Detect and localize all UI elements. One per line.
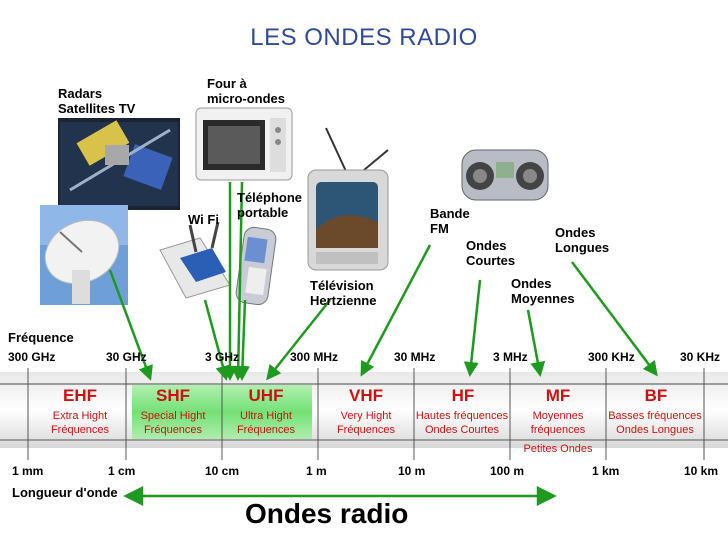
band-desc-mf-line2: fréquences xyxy=(530,424,586,436)
band-desc-shf-line2: Fréquences xyxy=(143,424,203,436)
label-four-line1: Four à xyxy=(207,76,247,91)
freq-tick-3: 300 MHz xyxy=(290,350,339,364)
satellite-icon xyxy=(58,118,180,210)
wl-tick-4: 10 m xyxy=(398,464,426,478)
band-desc-bf-line2: Ondes Longues xyxy=(616,424,694,436)
band-code-vhf: VHF xyxy=(349,386,383,405)
label-four: Four à micro-ondes xyxy=(207,76,285,106)
band-code-ehf: EHF xyxy=(63,386,97,405)
band-desc-mf: Moyennes fréquences xyxy=(516,409,600,437)
band-desc-ehf-line1: Extra Hight xyxy=(52,410,108,422)
band-desc-bf-line1: Basses fréquences xyxy=(608,410,702,422)
band-code-bf: BF xyxy=(644,386,668,405)
label-bande-fm: Bande FM xyxy=(430,206,470,236)
freq-tick-1: 30 GHz xyxy=(106,350,147,364)
wl-tick-0: 1 mm xyxy=(12,464,44,478)
wavelength-label: Longueur d'onde xyxy=(12,485,118,500)
band-desc-bf: Basses fréquences Ondes Longues xyxy=(606,409,704,437)
label-wifi: Wi Fi xyxy=(188,212,219,227)
label-ondes-moyennes-line1: Ondes xyxy=(511,276,552,291)
label-radars-line1: Radars xyxy=(58,86,103,101)
wl-tick-7: 10 km xyxy=(684,464,719,478)
label-ondes-longues: Ondes Longues xyxy=(555,225,609,255)
radar-dish-icon xyxy=(40,205,128,305)
wl-tick-5: 100 m xyxy=(490,464,525,478)
wl-tick-1: 1 cm xyxy=(108,464,136,478)
label-telephone-line2: portable xyxy=(237,205,289,220)
freq-tick-5: 3 MHz xyxy=(493,350,528,364)
band-desc-uhf-line1: Ultra Hight xyxy=(240,410,292,422)
label-telephone-line1: Téléphone xyxy=(237,190,303,205)
band-desc-ehf-line2: Fréquences xyxy=(50,424,110,436)
label-television: Télévision Hertzienne xyxy=(310,278,376,308)
wifi-router-icon xyxy=(159,221,231,299)
tick-lines xyxy=(27,368,705,460)
band-code-mf: MF xyxy=(545,386,571,405)
freq-tick-7: 30 KHz xyxy=(680,350,721,364)
band-desc-mf-line1: Moyennes xyxy=(532,410,584,422)
label-radars-line2: Satellites TV xyxy=(58,101,136,116)
mobile-phone-icon xyxy=(235,226,277,306)
label-ondes-courtes: Ondes Courtes xyxy=(466,238,515,268)
freq-tick-2: 3 GHz xyxy=(205,350,240,364)
label-television-line2: Hertzienne xyxy=(310,293,377,308)
band-desc-shf: Special Hight Fréquences xyxy=(132,409,214,437)
wl-tick-6: 1 km xyxy=(592,464,620,478)
microwave-icon xyxy=(195,107,293,181)
band-code-uhf: UHF xyxy=(248,386,284,405)
freq-tick-4: 30 MHz xyxy=(394,350,436,364)
radio-range-arrow xyxy=(123,485,557,507)
label-television-line1: Télévision xyxy=(310,278,374,293)
label-four-line2: micro-ondes xyxy=(207,91,286,106)
ondes-radio-title: Ondes radio xyxy=(245,498,409,529)
label-ondes-courtes-line1: Ondes xyxy=(466,238,507,253)
band-desc-vhf-line2: Fréquences xyxy=(336,424,396,436)
radio-boombox-icon xyxy=(461,149,549,201)
wl-tick-3: 1 m xyxy=(306,464,327,478)
petites-ondes-label: Petites Ondes xyxy=(523,443,593,455)
band-code-shf: SHF xyxy=(156,386,190,405)
band-desc-uhf-line2: Fréquences xyxy=(236,424,296,436)
television-icon xyxy=(307,127,389,271)
band-desc-hf-line2: Ondes Courtes xyxy=(425,424,499,436)
page-title: LES ONDES RADIO xyxy=(250,24,478,51)
band-desc-hf-line1: Hautes fréquences xyxy=(415,410,509,422)
label-bande-fm-line1: Bande xyxy=(430,206,470,221)
label-radars: Radars Satellites TV xyxy=(58,86,135,116)
band-desc-uhf: Ultra Hight Fréquences xyxy=(226,409,306,437)
freq-tick-0: 300 GHz xyxy=(8,350,56,364)
band-desc-vhf: Very Hight Fréquences xyxy=(326,409,406,437)
band-desc-hf: Hautes fréquences Ondes Courtes xyxy=(414,409,510,437)
label-bande-fm-line2: FM xyxy=(430,221,449,236)
label-ondes-moyennes: Ondes Moyennes xyxy=(511,276,575,306)
band-desc-vhf-line1: Very Hight xyxy=(340,410,392,422)
frequency-label: Fréquence xyxy=(8,330,74,345)
label-telephone: Téléphone portable xyxy=(237,190,302,220)
label-ondes-courtes-line2: Courtes xyxy=(466,253,516,268)
label-ondes-moyennes-line2: Moyennes xyxy=(511,291,575,306)
label-ondes-longues-line2: Longues xyxy=(555,240,610,255)
wl-tick-2: 10 cm xyxy=(205,464,240,478)
band-desc-shf-line1: Special Hight xyxy=(140,410,206,422)
pointer-arrows xyxy=(108,181,658,381)
freq-tick-6: 300 KHz xyxy=(588,350,635,364)
label-ondes-longues-line1: Ondes xyxy=(555,225,596,240)
band-desc-ehf: Extra Hight Fréquences xyxy=(36,409,124,437)
band-code-hf: HF xyxy=(451,386,475,405)
